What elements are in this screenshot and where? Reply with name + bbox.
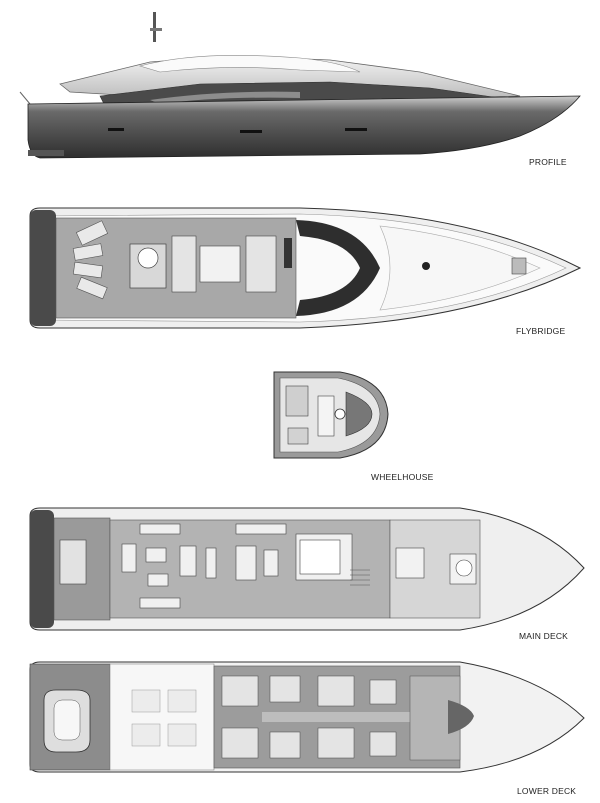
hull-window [108, 128, 124, 131]
main-deck-label: MAIN DECK [519, 631, 569, 641]
profile-view [19, 12, 581, 159]
wheelhouse-label: WHEELHOUSE [371, 472, 434, 482]
main-deck-view [29, 507, 585, 631]
wheelhouse-view [273, 371, 389, 459]
hull [27, 95, 581, 159]
stern [30, 210, 56, 326]
hull-window [240, 130, 262, 133]
profile-label: PROFILE [529, 157, 567, 167]
flybridge-view [29, 207, 582, 329]
lower-deck-view [29, 661, 585, 773]
hull-window [345, 128, 367, 131]
mast [153, 12, 156, 42]
flybridge-label: FLYBRIDGE [516, 326, 566, 336]
lower-deck-label: LOWER DECK [517, 786, 577, 796]
